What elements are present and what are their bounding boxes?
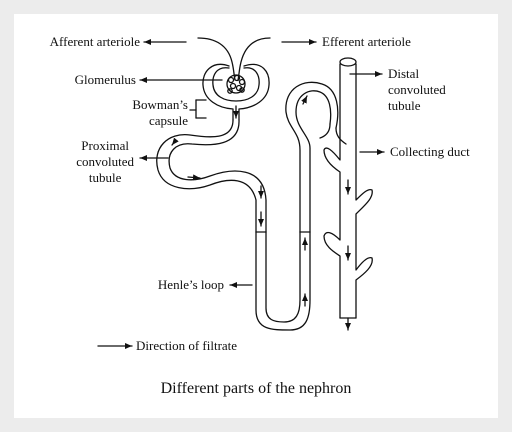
distal-line-1: Distal (388, 66, 420, 81)
proximal-line-3: tubule (88, 170, 122, 185)
label-collecting-duct: Collecting duct (390, 144, 470, 159)
collecting-duct-right (355, 63, 373, 319)
label-henles-loop: Henle’s loop (157, 277, 224, 292)
henles-loop-inner (265, 231, 301, 323)
proximal-line-2: convoluted (76, 154, 134, 169)
distal-tubule-connection (319, 123, 347, 145)
label-efferent-arteriole: Efferent arteriole (322, 34, 411, 49)
henles-loop-outer (255, 231, 311, 331)
label-afferent-arteriole: Afferent arteriole (49, 34, 140, 49)
bowmans-line-1: Bowman’s (132, 97, 188, 112)
collecting-duct-left (323, 63, 341, 319)
bowmans-capsule-shape (202, 63, 270, 121)
efferent-arteriole-vessel (237, 37, 271, 81)
afferent-arteriole-vessel (197, 37, 236, 81)
ascending-limb-inner (295, 90, 332, 233)
label-proximal-tubule: Proximal convoluted tubule (76, 138, 134, 186)
bowmans-line-2: capsule (149, 113, 188, 128)
legend-direction-label: Direction of filtrate (136, 338, 238, 353)
label-glomerulus: Glomerulus (74, 72, 136, 87)
label-bowmans-capsule: Bowman’s capsule (132, 97, 188, 129)
distal-line-3: tubule (388, 98, 421, 113)
label-distal-tubule: Distal convoluted tubule (388, 66, 446, 114)
ascending-limb-outer (285, 81, 339, 233)
collecting-duct-top (339, 57, 357, 67)
glomerulus-knot (226, 74, 246, 94)
proximal-line-1: Proximal (81, 138, 129, 153)
proximal-tubule-outer (156, 119, 257, 233)
proximal-tubule-inner (168, 119, 267, 233)
figure-caption: Different parts of the nephron (160, 380, 352, 397)
distal-line-2: convoluted (388, 82, 446, 97)
